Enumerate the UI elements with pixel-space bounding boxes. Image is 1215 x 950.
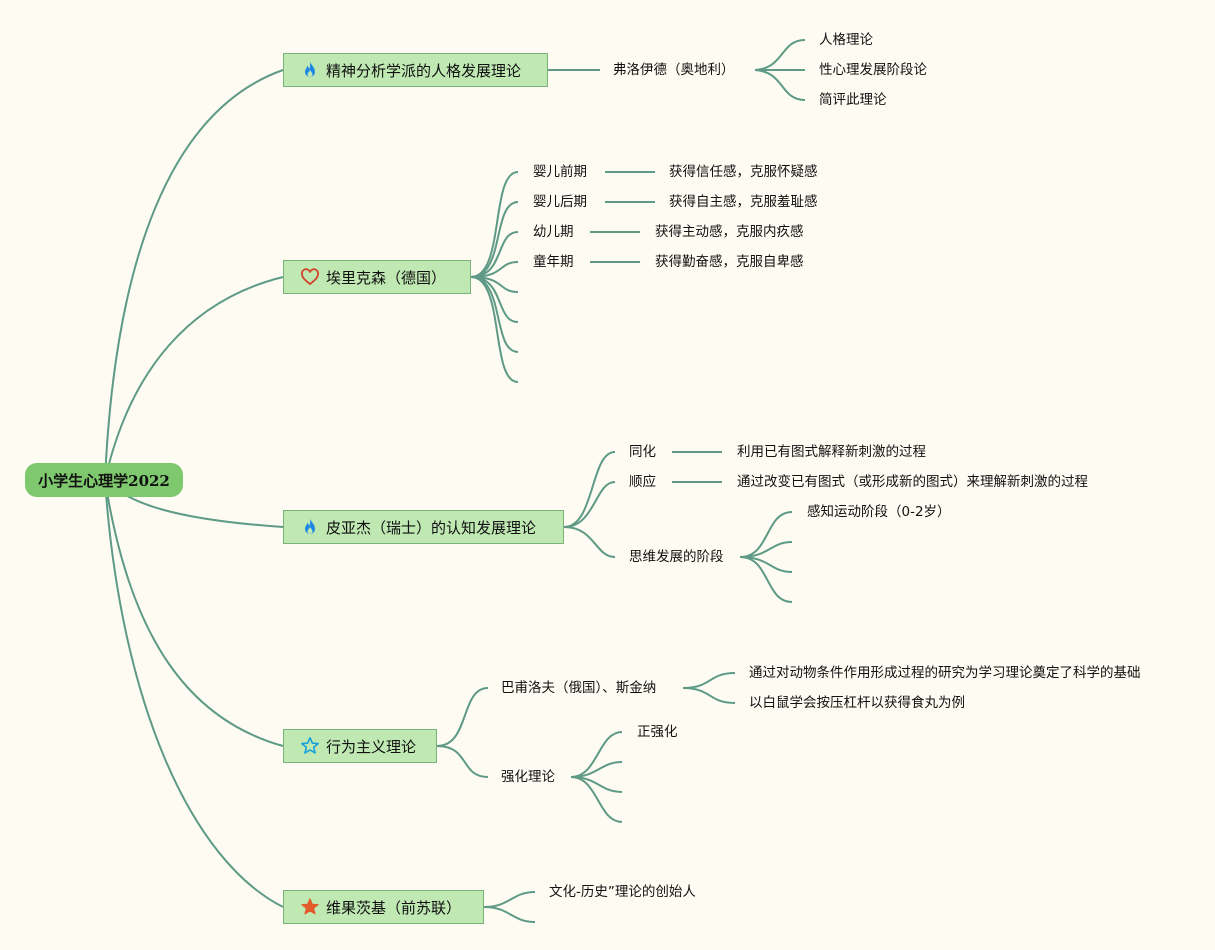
freud-leaf-evaluation[interactable]: 简评此理论 [819, 92, 887, 108]
topic-piaget[interactable]: 皮亚杰（瑞士）的认知发展理论 [283, 510, 564, 544]
vygotsky-leaf-founder[interactable]: 文化-历史”理论的创始人 [549, 884, 696, 900]
freud-person[interactable]: 弗洛伊德（奥地利） [613, 62, 735, 78]
erikson-task-industry[interactable]: 获得勤奋感，克服自卑感 [655, 254, 804, 270]
topic-freud[interactable]: 精神分析学派的人格发展理论 [283, 53, 548, 87]
behaviorism-positive-reinforcement[interactable]: 正强化 [637, 724, 678, 740]
fire-icon [300, 60, 320, 80]
root-topic[interactable]: 小学生心理学2022 [25, 463, 183, 497]
topic-erikson[interactable]: 埃里克森（德国） [283, 260, 471, 294]
piaget-assimilation-desc[interactable]: 利用已有图式解释新刺激的过程 [737, 444, 926, 460]
topic-erikson-label: 埃里克森（德国） [326, 268, 447, 287]
behaviorism-pavlov-skinner[interactable]: 巴甫洛夫（俄国）、斯金纳 [501, 680, 657, 696]
topic-piaget-label: 皮亚杰（瑞士）的认知发展理论 [326, 518, 537, 537]
freud-leaf-psychosexual-stages[interactable]: 性心理发展阶段论 [819, 62, 927, 78]
erikson-task-trust[interactable]: 获得信任感，克服怀疑感 [669, 164, 818, 180]
erikson-task-initiative[interactable]: 获得主动感，克服内疚感 [655, 224, 804, 240]
fire-icon [300, 517, 320, 537]
topic-behaviorism[interactable]: 行为主义理论 [283, 729, 437, 763]
piaget-accommodation-desc[interactable]: 通过改变已有图式（或形成新的图式）来理解新刺激的过程 [737, 474, 1088, 490]
erikson-task-autonomy[interactable]: 获得自主感，克服羞耻感 [669, 194, 818, 210]
erikson-stage-early-childhood[interactable]: 幼儿期 [533, 224, 574, 240]
erikson-stage-childhood[interactable]: 童年期 [533, 254, 574, 270]
star-outline-icon [300, 736, 320, 756]
freud-leaf-personality-theory[interactable]: 人格理论 [819, 32, 873, 48]
behaviorism-reinforcement[interactable]: 强化理论 [501, 769, 555, 785]
heart-icon [300, 267, 320, 287]
behaviorism-leaf-rat-example[interactable]: 以白鼠学会按压杠杆以获得食丸为例 [749, 695, 965, 711]
root-topic-label: 小学生心理学2022 [38, 471, 170, 490]
behaviorism-leaf-foundation[interactable]: 通过对动物条件作用形成过程的研究为学习理论奠定了科学的基础 [749, 665, 1141, 681]
erikson-stage-infancy-late[interactable]: 婴儿后期 [533, 194, 587, 210]
piaget-stage-sensorimotor[interactable]: 感知运动阶段（0-2岁） [807, 504, 951, 520]
topic-freud-label: 精神分析学派的人格发展理论 [326, 61, 522, 80]
erikson-stage-infancy-early[interactable]: 婴儿前期 [533, 164, 587, 180]
topic-vygotsky[interactable]: 维果茨基（前苏联） [283, 890, 484, 924]
piaget-stages[interactable]: 思维发展的阶段 [629, 549, 724, 565]
topic-behaviorism-label: 行为主义理论 [326, 737, 417, 756]
star-filled-icon [300, 897, 320, 917]
topic-vygotsky-label: 维果茨基（前苏联） [326, 898, 462, 917]
piaget-assimilation[interactable]: 同化 [629, 444, 656, 460]
piaget-accommodation[interactable]: 顺应 [629, 474, 656, 490]
